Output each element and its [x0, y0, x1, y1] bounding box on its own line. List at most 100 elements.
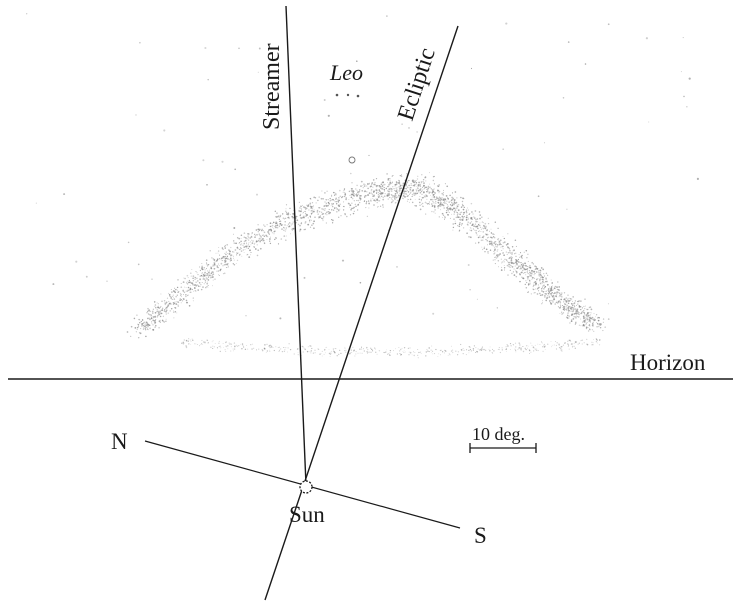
- glow-dot: [304, 221, 307, 224]
- glow-dot: [411, 193, 413, 195]
- glow-dot: [443, 352, 445, 354]
- leo-label: Leo: [329, 60, 363, 85]
- glow-dot: [250, 251, 252, 254]
- glow-dot: [147, 313, 150, 315]
- glow-dot: [494, 243, 497, 246]
- glow-dot: [455, 216, 458, 219]
- glow-dot: [443, 192, 444, 194]
- glow-dot: [498, 254, 500, 256]
- glow-dot: [227, 345, 229, 347]
- glow-dot: [580, 340, 582, 342]
- glow-dot: [207, 342, 209, 344]
- glow-dot: [402, 183, 404, 186]
- glow-dot: [311, 224, 313, 226]
- glow-dot: [514, 253, 516, 255]
- glow-dot: [545, 296, 547, 298]
- glow-dot: [590, 312, 592, 314]
- glow-dot: [504, 269, 505, 271]
- glow-dot: [219, 268, 222, 271]
- glow-dot: [541, 290, 543, 292]
- glow-dot: [468, 213, 470, 216]
- glow-dot: [523, 272, 524, 274]
- glow-dot: [179, 298, 181, 300]
- glow-dot: [467, 218, 469, 220]
- glow-dot: [418, 181, 420, 184]
- glow-dot: [388, 191, 390, 193]
- glow-dot: [559, 295, 561, 297]
- glow-dot: [575, 304, 577, 306]
- glow-dot: [269, 347, 271, 349]
- glow-dot: [387, 185, 389, 188]
- glow-dot: [174, 287, 175, 289]
- glow-dot: [414, 351, 416, 353]
- glow-dot: [341, 196, 343, 199]
- glow-dot: [499, 351, 502, 354]
- glow-dot: [537, 284, 539, 286]
- glow-dot: [205, 273, 207, 275]
- glow-dot: [568, 306, 570, 308]
- glow-dot: [554, 292, 556, 294]
- glow-dot: [256, 244, 258, 246]
- glow-dot: [306, 207, 308, 209]
- glow-dot: [284, 239, 287, 242]
- glow-dot: [537, 350, 539, 352]
- glow-dot: [382, 206, 384, 208]
- glow-dot: [206, 282, 209, 285]
- glow-dot: [158, 320, 161, 322]
- glow-dot: [406, 200, 409, 202]
- glow-dot: [214, 261, 216, 263]
- glow-dot: [493, 233, 495, 235]
- glow-dot: [317, 199, 319, 202]
- background-star: [258, 47, 261, 50]
- glow-dot: [269, 242, 272, 245]
- glow-dot: [149, 327, 151, 330]
- glow-dot: [309, 203, 311, 205]
- glow-dot: [496, 253, 499, 256]
- glow-dot: [582, 321, 584, 323]
- glow-dot: [424, 188, 425, 190]
- glow-dot: [422, 179, 425, 181]
- glow-dot: [254, 233, 256, 236]
- glow-dot: [546, 280, 548, 283]
- glow-dot: [248, 245, 251, 248]
- glow-dot: [589, 306, 592, 308]
- glow-dot: [592, 342, 594, 344]
- glow-dot: [355, 188, 357, 190]
- glow-dot: [389, 354, 391, 357]
- glow-dot: [205, 259, 208, 261]
- glow-dot: [210, 346, 212, 348]
- glow-dot: [238, 241, 241, 244]
- glow-dot: [373, 191, 375, 193]
- glow-dot: [568, 339, 570, 341]
- glow-dot: [177, 289, 179, 291]
- glow-dot: [276, 215, 278, 218]
- glow-dot: [578, 312, 580, 314]
- glow-dot: [344, 195, 346, 198]
- glow-dot: [343, 188, 346, 191]
- glow-dot: [558, 344, 560, 346]
- background-star: [686, 106, 688, 108]
- glow-dot: [431, 196, 433, 198]
- glow-dot: [481, 221, 484, 223]
- glow-dot: [204, 342, 206, 344]
- glow-dot: [550, 293, 551, 295]
- glow-dot: [396, 193, 398, 195]
- glow-dot: [380, 183, 383, 186]
- glow-dot: [186, 283, 189, 285]
- glow-dot: [327, 204, 329, 207]
- glow-dot: [437, 202, 440, 204]
- glow-dot: [571, 346, 574, 348]
- glow-dot: [441, 198, 442, 200]
- glow-dot: [586, 312, 589, 314]
- glow-dot: [334, 200, 336, 202]
- glow-dot: [137, 323, 139, 325]
- glow-dot: [567, 345, 569, 347]
- glow-dot: [371, 348, 373, 350]
- glow-dot: [577, 313, 580, 315]
- glow-dot: [461, 206, 463, 208]
- glow-dot: [556, 300, 558, 302]
- glow-dot: [197, 274, 199, 276]
- glow-dot: [598, 344, 601, 346]
- glow-dot: [364, 196, 366, 198]
- glow-dot: [466, 349, 468, 351]
